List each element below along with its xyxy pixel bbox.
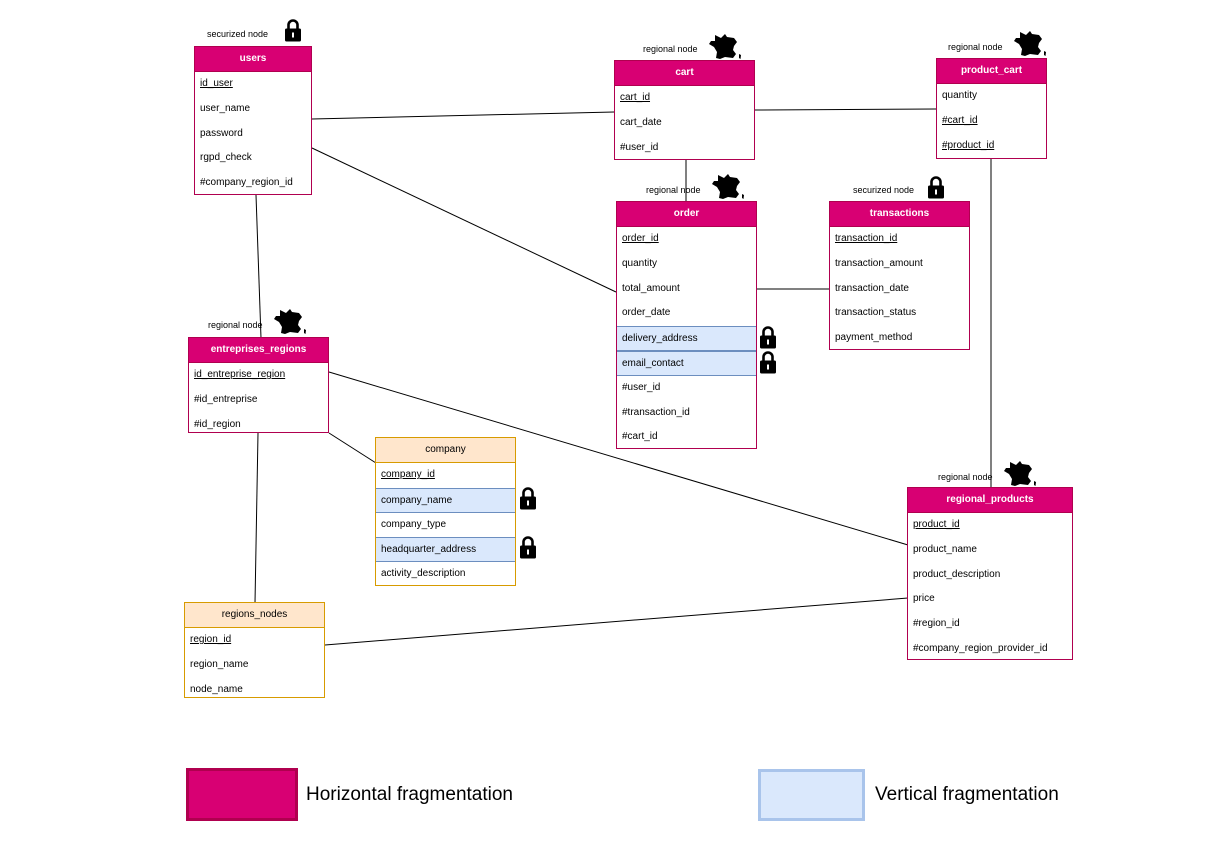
entity-field: cart_id [620, 92, 651, 103]
cart-node-label: regional node [643, 44, 698, 54]
lock-icon [927, 175, 945, 204]
legend-horizontal-swatch [186, 768, 298, 821]
entity-title: entreprises_regions [189, 338, 328, 363]
entity-title: regions_nodes [185, 603, 324, 628]
edge-users-entreprises-regions [255, 194, 262, 339]
entity-field: total_amount [622, 282, 680, 294]
entity-order[interactable]: order order_id quantity total_amount ord… [616, 201, 757, 449]
entity-field: company_id [381, 469, 435, 480]
entity-field: #id_entreprise [194, 393, 258, 405]
edge-users-cart [311, 111, 615, 120]
entity-users[interactable]: users id_user user_name password rgpd_ch… [194, 46, 312, 195]
entity-cart[interactable]: cart cart_id cart_date #user_id [614, 60, 755, 160]
entity-field: #cart_id [942, 114, 978, 126]
product-cart-node-label: regional node [948, 42, 1003, 52]
edge-entreprises-regions-company [328, 432, 377, 464]
entity-field: user_name [200, 102, 251, 114]
edge-users-order [311, 147, 617, 293]
entity-field: #user_id [622, 381, 661, 393]
france-map-icon [710, 173, 746, 206]
entreprises-regions-node-label: regional node [208, 320, 263, 330]
entity-title: users [195, 47, 311, 72]
entity-field: order_date [622, 307, 671, 319]
regional-products-node-label: regional node [938, 472, 993, 482]
entity-regions-nodes[interactable]: regions_nodes region_id region_name node… [184, 602, 325, 698]
entity-title: cart [615, 61, 754, 86]
lock-icon [519, 486, 537, 515]
users-node-label: securized node [207, 29, 269, 39]
entity-field: quantity [942, 90, 978, 101]
france-map-icon [272, 308, 308, 341]
entity-product-cart[interactable]: product_cart quantity #cart_id #product_… [936, 58, 1047, 159]
entity-field: activity_description [381, 568, 466, 580]
entity-field: transaction_date [835, 282, 909, 294]
entity-field-vertical-fragment: company_name [376, 487, 515, 513]
legend-vertical-swatch [758, 769, 865, 821]
entity-field: password [200, 127, 243, 139]
entity-field: id_entreprise_region [194, 369, 286, 380]
entity-field: transaction_amount [835, 257, 923, 269]
entity-field: quantity [622, 257, 658, 269]
entity-field: price [913, 593, 935, 605]
entity-title: company [376, 438, 515, 463]
entity-title: order [617, 202, 756, 227]
entity-field: #user_id [620, 141, 659, 153]
lock-icon [759, 325, 777, 354]
transactions-node-label: securized node [853, 185, 915, 195]
entity-field: product_name [913, 543, 977, 555]
france-map-icon [1012, 30, 1048, 63]
entity-title: transactions [830, 202, 969, 227]
edge-entreprises-regions-regional-products [328, 371, 909, 546]
edge-entreprises-regions-regions-nodes [254, 432, 259, 604]
edge-regions-nodes-regional-products [324, 597, 909, 646]
entity-field: #company_region_provider_id [913, 642, 1048, 654]
entity-field: transaction_status [835, 307, 917, 319]
entity-field: rgpd_check [200, 152, 252, 164]
legend-vertical-label: Vertical fragmentation [875, 784, 1059, 805]
entity-field: id_user [200, 78, 233, 89]
entity-field: node_name [190, 683, 243, 695]
entity-field: #product_id [942, 139, 995, 151]
lock-icon [519, 535, 537, 564]
entity-entreprises-regions[interactable]: entreprises_regions id_entreprise_region… [188, 337, 329, 433]
entity-field-vertical-fragment: email_contact [617, 350, 756, 376]
entity-field: region_name [190, 658, 249, 670]
entity-field: payment_method [835, 332, 913, 344]
entity-field: #id_region [194, 418, 241, 430]
entity-field-vertical-fragment: headquarter_address [376, 537, 515, 563]
france-map-icon [1002, 460, 1038, 493]
lock-icon [759, 350, 777, 379]
lock-icon [284, 18, 302, 47]
entity-field: cart_date [620, 116, 662, 128]
entity-regional-products[interactable]: regional_products product_id product_nam… [907, 487, 1073, 660]
entity-field: transaction_id [835, 233, 898, 244]
edge-cart-product-cart [754, 108, 937, 111]
legend-horizontal-label: Horizontal fragmentation [306, 784, 513, 805]
entity-title: regional_products [908, 488, 1072, 513]
entity-field: company_type [381, 518, 447, 530]
order-node-label: regional node [646, 185, 701, 195]
france-map-icon [707, 33, 743, 66]
entity-field: #region_id [913, 618, 960, 630]
entity-transactions[interactable]: transactions transaction_id transaction_… [829, 201, 970, 350]
entity-field: region_id [190, 634, 232, 645]
entity-field: #transaction_id [622, 406, 690, 418]
entity-company[interactable]: company company_id company_name company_… [375, 437, 516, 586]
entity-title: product_cart [937, 59, 1046, 84]
entity-field: #cart_id [622, 431, 658, 443]
entity-field: product_id [913, 519, 960, 530]
entity-field-vertical-fragment: delivery_address [617, 326, 756, 351]
entity-field: order_id [622, 233, 659, 244]
entity-field: #company_region_id [200, 177, 293, 189]
entity-field: product_description [913, 568, 1001, 580]
